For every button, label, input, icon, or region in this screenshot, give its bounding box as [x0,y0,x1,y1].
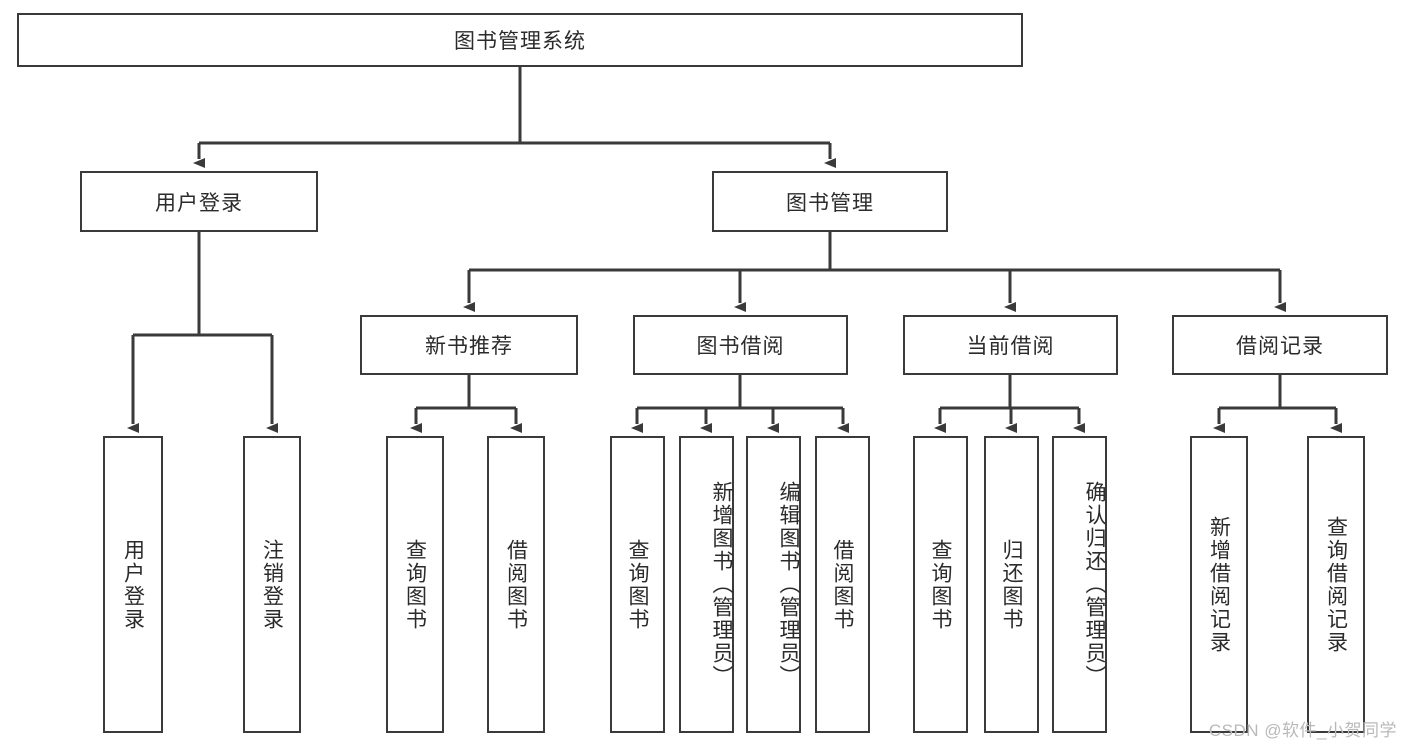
leaf-return-book[interactable]: 归还图书 [984,436,1039,733]
leaf-query-book-1[interactable]: 查询图书 [386,436,444,733]
leaf-query-book-3[interactable]: 查询图书 [913,436,968,733]
leaf-borrow-book-2[interactable]: 借阅图书 [815,436,870,733]
node-book-borrow[interactable]: 图书借阅 [633,315,848,375]
leaf-edit-book-admin[interactable]: 编辑图书（管理员） [746,436,801,733]
leaf-query-borrow-record[interactable]: 查询借阅记录 [1307,436,1365,733]
csdn-watermark: CSDN @软件_小贺同学 [1208,721,1397,740]
node-user-login[interactable]: 用户登录 [80,171,318,232]
root-node-book-management-system[interactable]: 图书管理系统 [17,13,1023,67]
leaf-logout-login[interactable]: 注销登录 [243,436,301,733]
leaf-borrow-book-1[interactable]: 借阅图书 [487,436,545,733]
node-current-borrow[interactable]: 当前借阅 [903,315,1118,375]
node-borrow-record[interactable]: 借阅记录 [1172,315,1388,375]
leaf-query-book-2[interactable]: 查询图书 [610,436,665,733]
leaf-confirm-return-admin[interactable]: 确认归还（管理员） [1052,436,1107,733]
leaf-add-book-admin[interactable]: 新增图书（管理员） [679,436,734,733]
leaf-add-borrow-record[interactable]: 新增借阅记录 [1190,436,1248,733]
node-new-book-recommend[interactable]: 新书推荐 [360,315,578,375]
leaf-user-login[interactable]: 用户登录 [103,436,163,733]
node-book-management[interactable]: 图书管理 [712,171,948,232]
